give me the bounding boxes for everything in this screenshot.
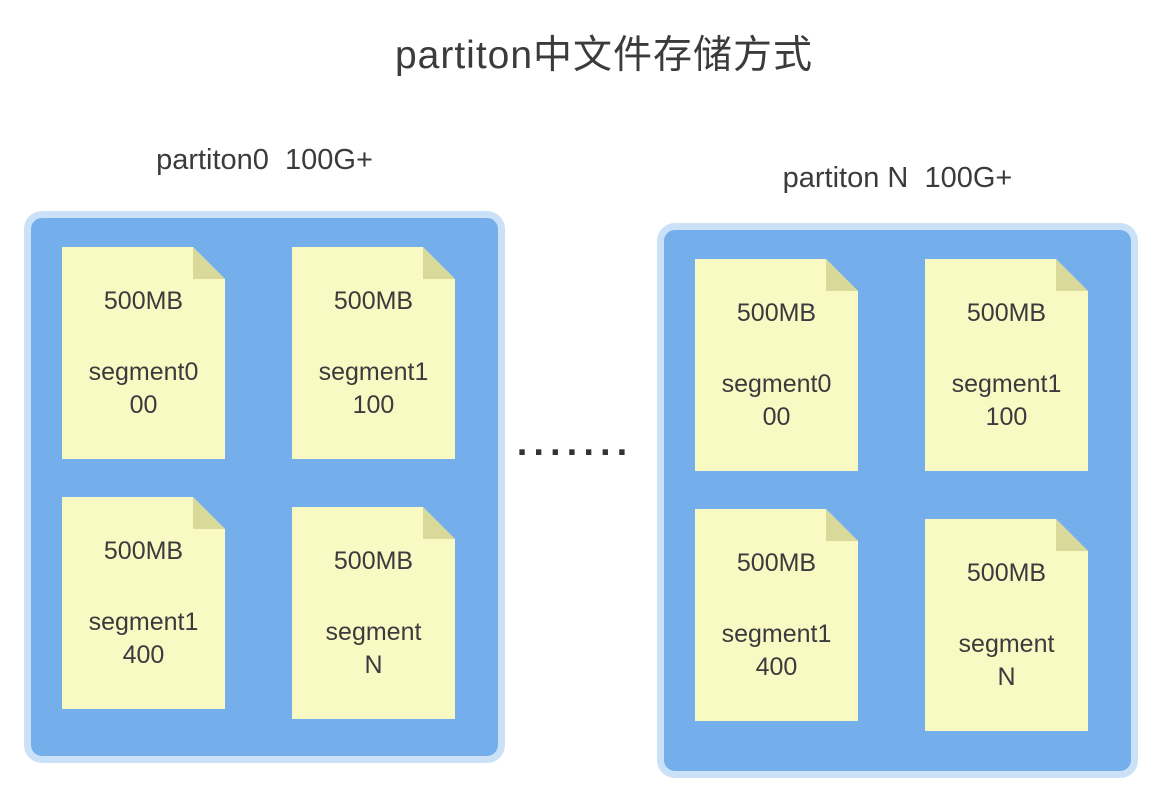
file-segment000: 500MB segment0 00 — [695, 259, 858, 471]
partitionN-label: partiton N 100G+ — [782, 162, 1013, 194]
folded-corner-icon — [826, 259, 858, 291]
file-name-label: segment0 00 — [722, 368, 832, 434]
file-name-line: segment0 — [721, 369, 832, 398]
file-segmentN: 500MB segment N — [925, 519, 1088, 731]
ellipsis-dots: ······· — [516, 432, 634, 474]
partition0-container: 500MB segment0 00 500MB segment1 100 500… — [24, 211, 505, 763]
folded-corner-icon — [193, 497, 225, 529]
folded-corner-icon — [423, 247, 455, 279]
folded-corner-icon — [826, 509, 858, 541]
file-name-line: segment — [325, 617, 422, 646]
file-name-line: 400 — [122, 640, 165, 669]
file-size-label: 500MB — [333, 546, 414, 575]
file-name-label: segment0 00 — [89, 356, 199, 422]
file-segment1400: 500MB segment1 400 — [695, 509, 858, 721]
file-segmentN: 500MB segment N — [292, 507, 455, 719]
partition0-label: partiton0 100G+ — [156, 144, 373, 176]
file-name-line: segment — [958, 629, 1055, 658]
file-name-line: segment1 — [721, 619, 832, 648]
file-name-line: N — [364, 650, 383, 679]
file-name-line: 00 — [762, 402, 791, 431]
file-name-line: 400 — [755, 652, 798, 681]
file-name-line: segment1 — [88, 607, 199, 636]
file-segment1100: 500MB segment1 100 — [292, 247, 455, 459]
file-size-label: 500MB — [966, 558, 1047, 587]
file-size-label: 500MB — [736, 298, 817, 327]
file-name-label: segment1 100 — [952, 368, 1062, 434]
file-segment000: 500MB segment0 00 — [62, 247, 225, 459]
file-name-label: segment1 400 — [89, 606, 199, 672]
folded-corner-icon — [423, 507, 455, 539]
file-name-label: segment1 400 — [722, 618, 832, 684]
file-name-line: 100 — [352, 390, 395, 419]
file-name-label: segment1 100 — [319, 356, 429, 422]
file-name-line: N — [997, 662, 1016, 691]
file-name-line: segment0 — [88, 357, 199, 386]
file-size-label: 500MB — [966, 298, 1047, 327]
diagram-title: partiton中文件存储方式 — [394, 34, 814, 77]
file-name-line: 00 — [129, 390, 158, 419]
file-size-label: 500MB — [103, 536, 184, 565]
file-name-label: segment N — [959, 628, 1055, 694]
file-segment1400: 500MB segment1 400 — [62, 497, 225, 709]
file-name-label: segment N — [326, 616, 422, 682]
folded-corner-icon — [1056, 519, 1088, 551]
file-name-line: segment1 — [318, 357, 429, 386]
folded-corner-icon — [1056, 259, 1088, 291]
folded-corner-icon — [193, 247, 225, 279]
file-name-line: 100 — [985, 402, 1028, 431]
file-segment1100: 500MB segment1 100 — [925, 259, 1088, 471]
partitionN-container: 500MB segment0 00 500MB segment1 100 500… — [657, 223, 1138, 778]
file-size-label: 500MB — [103, 286, 184, 315]
file-size-label: 500MB — [736, 548, 817, 577]
file-size-label: 500MB — [333, 286, 414, 315]
file-name-line: segment1 — [951, 369, 1062, 398]
